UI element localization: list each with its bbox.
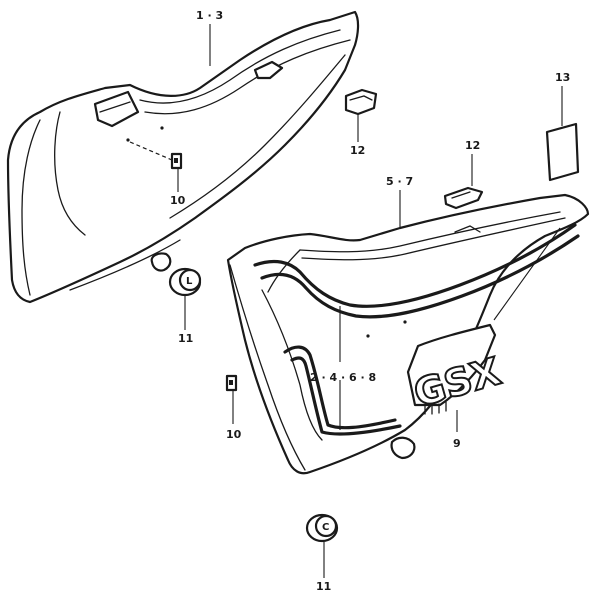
callout-10-upper: 10	[170, 194, 186, 207]
cushion-upper	[344, 88, 378, 116]
cushion-lower	[443, 186, 484, 210]
callout-11-upper: 11	[178, 332, 193, 345]
leader-lines	[129, 24, 563, 578]
callout-10-lower: 10	[226, 428, 242, 441]
clip-lower	[225, 374, 238, 392]
left-side-cover	[6, 10, 360, 304]
grommet-lower-letter: C	[322, 522, 329, 533]
callout-13: 13	[555, 71, 570, 84]
callout-2-4-6-8: 2 · 4 · 6 · 8	[310, 371, 376, 384]
callout-11-lower: 11	[316, 580, 331, 593]
callout-12-lower: 12	[465, 139, 480, 152]
callout-1-3: 1 · 3	[196, 9, 223, 22]
grommet-upper: L	[168, 267, 202, 297]
callout-5-7: 5 · 7	[386, 175, 413, 188]
callout-labels: 1 · 3 5 · 7 2 · 4 · 6 · 8 9 10 10 11 11 …	[170, 9, 570, 593]
right-side-cover	[226, 193, 590, 475]
callout-12-upper: 12	[350, 144, 365, 157]
grommet-upper-letter: L	[186, 276, 193, 287]
callout-9: 9	[453, 437, 461, 450]
pad	[545, 122, 580, 182]
grommet-lower: C	[305, 513, 339, 543]
clip-upper	[170, 152, 183, 170]
